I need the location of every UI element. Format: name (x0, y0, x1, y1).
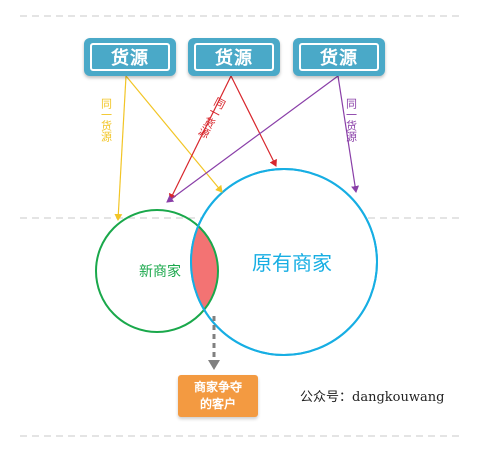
contested-customers-box: 商家争夺 的客户 (178, 375, 258, 417)
purple-edge-label: 同一货源 (345, 98, 358, 143)
source-box-2-label: 货源 (194, 43, 274, 71)
purple-arrow-to-new (166, 75, 339, 203)
purple-arrow-to-existing (337, 75, 360, 193)
existing-merchant-circle-outline (190, 168, 378, 356)
source-box-1-label: 货源 (90, 43, 170, 71)
wechat-account-label: 公众号：dangkouwang (300, 390, 445, 405)
new-merchant-circle (95, 209, 219, 333)
source-box-3-label: 货源 (299, 43, 379, 71)
red-edge-label: 同一货源 (195, 95, 227, 141)
new-merchant-label: 新商家 (139, 263, 181, 280)
red-arrow-to-new (169, 75, 232, 201)
yellow-arrow-to-new (114, 75, 127, 221)
contested-line-2: 的客户 (199, 397, 236, 411)
red-arrow-to-existing (230, 75, 277, 167)
source-box-1: 货源 (84, 38, 176, 76)
source-box-3: 货源 (293, 38, 385, 76)
existing-merchant-label: 原有商家 (252, 251, 332, 275)
yellow-edge-label: 同一货源 (100, 98, 113, 143)
contested-line-1: 商家争夺 (193, 380, 242, 394)
source-box-2: 货源 (188, 38, 280, 76)
